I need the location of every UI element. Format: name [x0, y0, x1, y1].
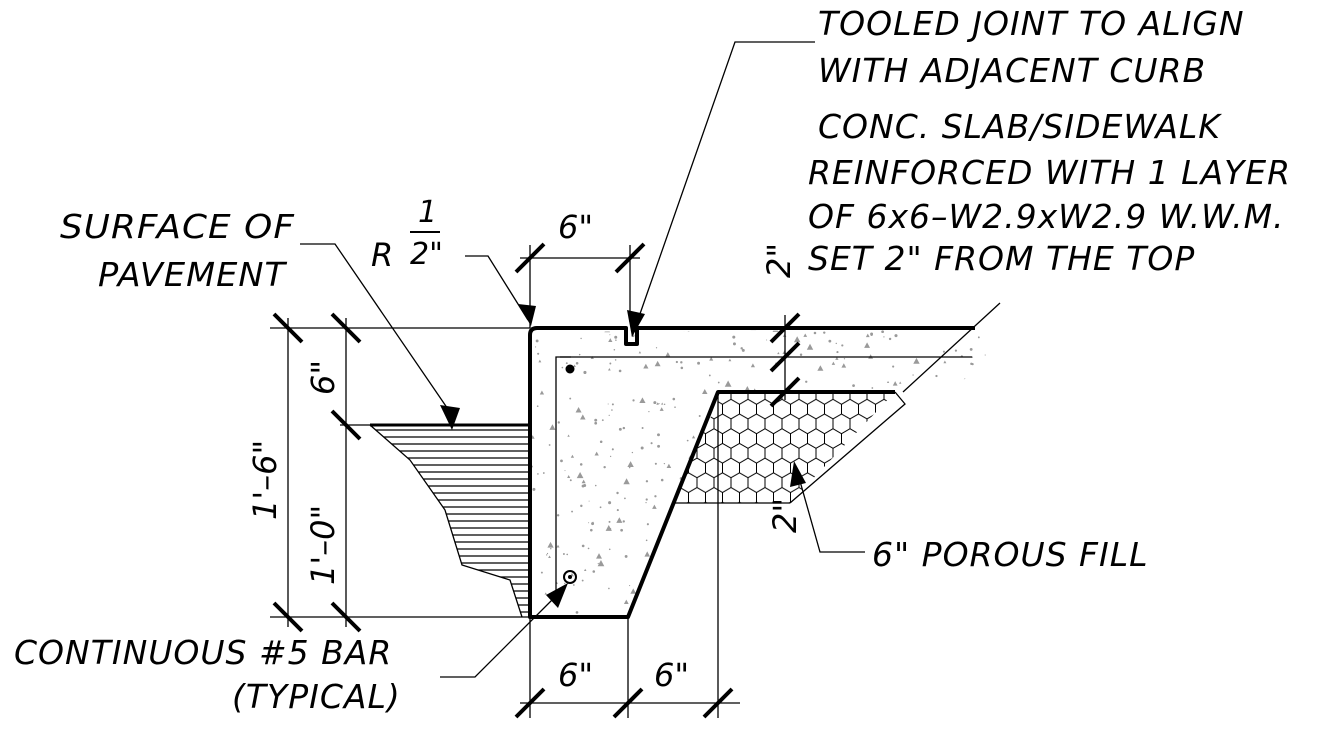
- tooled-joint-note-line2: WITH ADJACENT CURB: [818, 51, 1206, 90]
- slab-note-line4: SET 2" FROM THE TOP: [808, 239, 1195, 278]
- pavement-boundary: [369, 424, 523, 618]
- top-width-dimension: [514, 242, 646, 328]
- bar-note-line2: (TYPICAL): [232, 677, 401, 716]
- surface-note-line1: SURFACE OF: [60, 207, 295, 246]
- left-dimensions: [270, 312, 530, 633]
- radius-numerator: 1: [418, 195, 437, 230]
- slab-note-line3: OF 6x6–W2.9xW2.9 W.W.M.: [808, 197, 1285, 236]
- batter-width-label: 6": [654, 656, 689, 694]
- wwm-cover-label: 2": [760, 243, 798, 278]
- slab-note-line2: REINFORCED WITH 1 LAYER: [808, 153, 1291, 192]
- radius-denominator: 2": [410, 237, 443, 272]
- bar-note-line1: CONTINUOUS #5 BAR: [14, 633, 392, 672]
- fill-thickness-label: 2": [766, 498, 804, 533]
- tooled-joint-note-line1: TOOLED JOINT TO ALIGN: [818, 4, 1245, 43]
- embedded-height-label: 1'–0": [304, 505, 342, 585]
- curb-outline: [528, 326, 975, 619]
- porous-fill-edge: [789, 391, 906, 504]
- top-width-label: 6": [558, 208, 593, 246]
- rebar-top: [565, 364, 575, 374]
- pavement-hatch: [370, 429, 530, 613]
- bottom-dimensions: [514, 392, 740, 719]
- radius-prefix: R: [371, 236, 393, 274]
- exposed-height-label: 6": [304, 360, 342, 395]
- slab-sloped-underside: [902, 302, 1001, 393]
- porous-fill-hatch: [672, 392, 895, 503]
- leaders: [300, 41, 865, 678]
- rebar-hook: [555, 356, 571, 592]
- bottom-width-label: 6": [558, 656, 593, 694]
- overall-height-label: 1'–6": [246, 440, 284, 520]
- rebar-bottom: [563, 570, 577, 584]
- rebar-bottom-dot: [568, 575, 572, 579]
- slab-note-line1: CONC. SLAB/SIDEWALK: [818, 107, 1222, 146]
- porous-fill-note: 6" POROUS FILL: [872, 535, 1149, 574]
- cover-dimension: [769, 312, 801, 408]
- surface-note-line2: PAVEMENT: [98, 255, 288, 294]
